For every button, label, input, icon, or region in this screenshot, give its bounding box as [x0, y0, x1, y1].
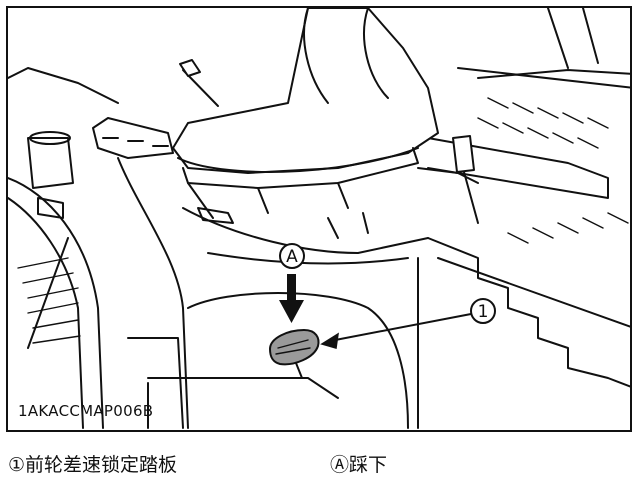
callout-1-leader: [320, 313, 472, 349]
press-down-arrow: [279, 274, 304, 323]
caption-pedal: ①前轮差速锁定踏板: [8, 450, 177, 477]
right-lever-drawing: [417, 135, 479, 224]
differential-lock-pedal: [268, 328, 320, 379]
callout-a-badge: A: [279, 243, 305, 269]
caption-press-marker: Ⓐ: [330, 454, 350, 476]
callout-1-badge: 1: [470, 298, 496, 324]
console-drawing: [117, 157, 429, 429]
tractor-seat-illustration: A 1: [8, 8, 630, 429]
right-platform-drawing: [427, 8, 630, 388]
seat-drawing: [172, 8, 439, 224]
callout-a-label: A: [286, 247, 298, 267]
caption-press: Ⓐ踩下: [330, 450, 387, 477]
callout-1-label: 1: [478, 302, 489, 322]
caption-pedal-text: 前轮差速锁定踏板: [25, 454, 178, 476]
left-fender-drawing: [8, 67, 119, 429]
caption-pedal-marker: ①: [8, 454, 26, 476]
left-lever-drawing: [92, 59, 219, 159]
figure-code: 1AKACCMAP006B: [18, 402, 154, 420]
caption-press-text: 踩下: [349, 454, 388, 476]
figure-frame: A 1 1AKACCMAP006B: [6, 6, 632, 432]
